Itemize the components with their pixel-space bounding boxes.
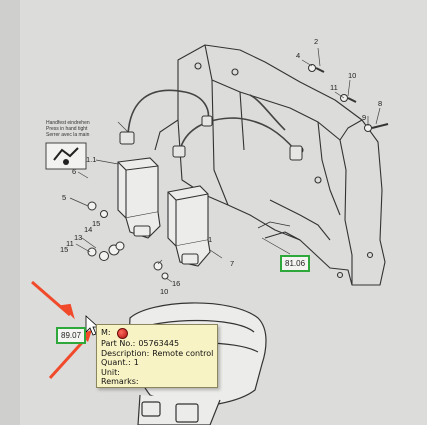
remote-control-unit-right (167, 185, 211, 267)
quant-label: Quant.: (101, 358, 131, 367)
description-value: Remote control (152, 348, 214, 358)
callout-16: 16 (172, 279, 180, 288)
callout-15: 15 (60, 245, 68, 254)
bracket-frame (154, 44, 386, 286)
tooltip-row-description: Description: Remote control (101, 349, 213, 359)
remarks-label: Remarks: (101, 377, 139, 386)
callout-9: 10 (160, 287, 168, 296)
callout-11-top: 11 (330, 83, 338, 92)
callout-3: 4 (296, 51, 300, 60)
remote-control-unit-left (117, 157, 161, 239)
left-shadow (0, 0, 20, 425)
annotation-arrows (31, 280, 92, 380)
callout-1: 1 (208, 235, 212, 244)
tooltip-row-remarks: Remarks: (101, 377, 213, 387)
cables (127, 89, 296, 151)
leader-lines (69, 47, 381, 283)
callout-13: 14 (84, 225, 92, 234)
arrow-upper-head (60, 303, 75, 320)
arrow-upper (31, 280, 71, 317)
tooltip-row-unit: Unit: (101, 368, 213, 378)
tooltip-row-part-no: Part No.: 05763445 (101, 339, 213, 349)
tooltip-row-quant: Quant.: 1 (101, 358, 213, 368)
callout-11-left: 11 (66, 239, 74, 248)
note-line-de: Handfest eindrehen (46, 120, 90, 126)
callout-10: 10 (348, 71, 356, 80)
callout-5: 6 (72, 167, 76, 176)
note-line-fr: Serrer avec la main (46, 132, 90, 138)
callout-7: 8 (378, 99, 382, 108)
hand-tighten-icon (45, 142, 87, 170)
ref-box-81-06[interactable]: 81.06 (280, 255, 311, 272)
callout-12: 13 (74, 233, 82, 242)
connectors (119, 115, 303, 161)
part-no-label: Part No.: (101, 339, 136, 348)
hand-tighten-note: Handfest eindrehen Press in hand tight S… (46, 120, 90, 138)
note-line-en: Press in hand tight (46, 126, 88, 132)
status-dot-icon (116, 328, 128, 339)
tooltip-m-label: M: (101, 328, 111, 337)
callout-14: 15 (92, 219, 100, 228)
ref-box-89-07[interactable]: 89.07 (56, 327, 87, 344)
part-no-value: 05763445 (138, 339, 180, 348)
callout-1-1: 1.1 (86, 155, 96, 164)
quant-value: 1 (133, 358, 139, 367)
callout-6: 7 (230, 259, 234, 268)
tooltip-row-m: M: (101, 328, 213, 339)
callout-labels: 2 4 10 11 8 9 1.1 6 5 15 14 13 11 15 16 … (60, 37, 382, 296)
callout-8: 9 (362, 113, 366, 122)
description-label: Description: (101, 348, 150, 358)
callout-2: 2 (314, 37, 318, 46)
callout-4: 5 (62, 193, 66, 202)
unit-label: Unit: (101, 367, 120, 377)
part-info-tooltip: M: Part No.: 05763445 Description: Remot… (96, 324, 218, 388)
